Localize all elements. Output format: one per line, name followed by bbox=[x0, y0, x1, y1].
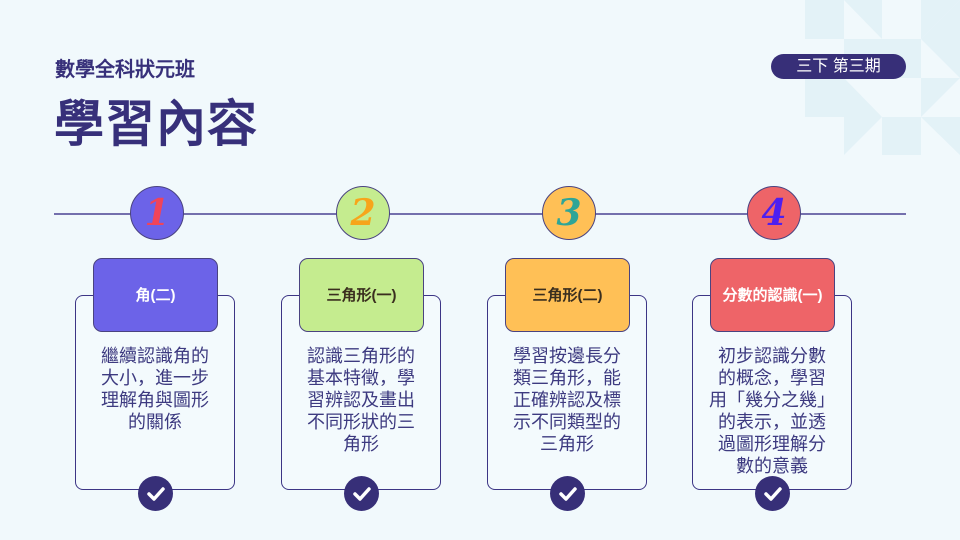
description-line: 學習按邊長分 bbox=[513, 346, 621, 366]
description-line: 基本特徵，學 bbox=[307, 368, 415, 388]
check-icon bbox=[550, 476, 585, 511]
description-line: 正確辨認及標 bbox=[513, 390, 621, 410]
description-line: 初步認識分數 bbox=[718, 346, 826, 366]
check-icon bbox=[755, 476, 790, 511]
step-number-badge: 2 bbox=[336, 186, 390, 240]
description-line: 角形 bbox=[343, 434, 379, 454]
course-name: 數學全科狀元班 bbox=[55, 59, 195, 81]
decorative-triangle-pattern bbox=[805, 0, 960, 155]
description-line: 三角形 bbox=[540, 434, 594, 454]
step-title: 角(二) bbox=[135, 287, 176, 304]
step-title-box: 角(二) bbox=[93, 258, 218, 332]
description-line: 不同形狀的三 bbox=[307, 412, 415, 432]
step-description: 認識三角形的基本特徵，學習辨認及畫出不同形狀的三角形 bbox=[281, 345, 441, 455]
description-line: 示不同類型的 bbox=[513, 412, 621, 432]
step-number-badge: 3 bbox=[542, 186, 596, 240]
description-line: 大小，進一步 bbox=[101, 368, 209, 388]
description-line: 理解角與圖形 bbox=[101, 390, 209, 410]
step-title-box: 三角形(一) bbox=[299, 258, 424, 332]
step-title: 分數的認識(一) bbox=[722, 287, 823, 304]
check-icon bbox=[344, 476, 379, 511]
step-description: 學習按邊長分類三角形，能正確辨認及標示不同類型的三角形 bbox=[487, 345, 647, 455]
description-line: 的概念，學習 bbox=[718, 368, 826, 388]
page-title: 學習內容 bbox=[54, 96, 258, 152]
step-title-box: 分數的認識(一) bbox=[710, 258, 835, 332]
description-line: 用「幾分之幾」 bbox=[709, 390, 835, 410]
description-line: 習辨認及畫出 bbox=[307, 390, 415, 410]
step-title-box: 三角形(二) bbox=[505, 258, 630, 332]
term-badge: 三下 第三期 bbox=[771, 54, 906, 79]
step-title: 三角形(一) bbox=[326, 287, 397, 304]
description-line: 的關係 bbox=[128, 412, 182, 432]
description-line: 繼續認識角的 bbox=[101, 346, 209, 366]
description-line: 數的意義 bbox=[736, 456, 808, 476]
step-description: 繼續認識角的大小，進一步理解角與圖形的關係 bbox=[75, 345, 235, 433]
timeline-line bbox=[54, 213, 906, 215]
description-line: 認識三角形的 bbox=[307, 346, 415, 366]
step-number-badge: 1 bbox=[130, 186, 184, 240]
check-icon bbox=[138, 476, 173, 511]
step-description: 初步認識分數的概念，學習用「幾分之幾」的表示，並透過圖形理解分數的意義 bbox=[692, 345, 852, 477]
description-line: 過圖形理解分 bbox=[718, 434, 826, 454]
description-line: 類三角形，能 bbox=[513, 368, 621, 388]
description-line: 的表示，並透 bbox=[718, 412, 826, 432]
step-title: 三角形(二) bbox=[532, 287, 603, 304]
step-number-badge: 4 bbox=[747, 186, 801, 240]
